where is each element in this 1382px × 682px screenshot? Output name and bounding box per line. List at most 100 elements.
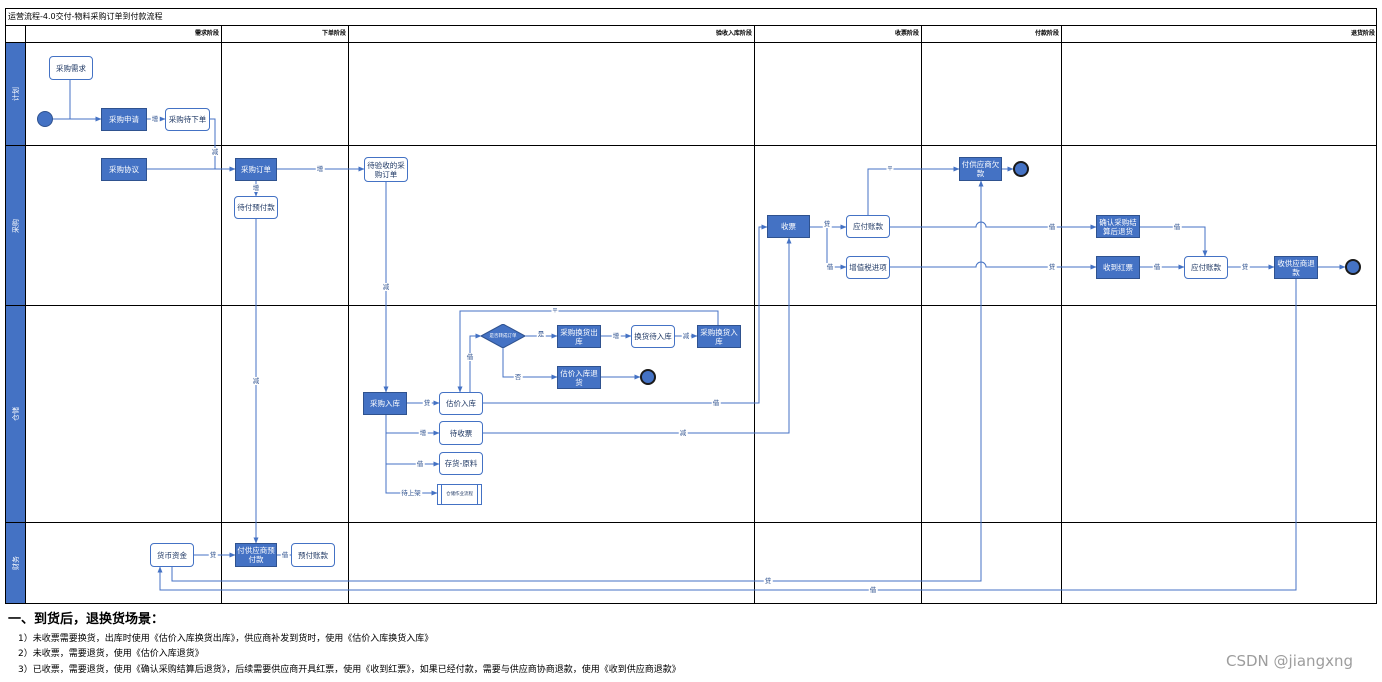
edge-label: 贷 (1240, 263, 1250, 271)
edge-label: 减 (681, 332, 691, 340)
lane-purchasing: 采购 (6, 146, 25, 305)
node-label: 应付账款 (853, 222, 883, 231)
node-label: 采购入库 (370, 399, 400, 408)
node-label: 采购协议 (109, 165, 139, 174)
exchange-outbound-node: 采购换货出库 (557, 325, 601, 348)
phase-divider (221, 26, 222, 603)
end-node (1013, 161, 1029, 177)
edge-label: 减 (210, 148, 220, 156)
node-label: 是否转成订单 (489, 334, 517, 339)
watermark: CSDN @jiangxng (1226, 652, 1353, 670)
invoice-receipt-node: 收票 (767, 215, 810, 238)
edge-label: 减 (381, 283, 391, 291)
purchase-demand-node: 采购需求 (49, 56, 93, 80)
edge-label: 借 (711, 399, 721, 407)
edge-label: 增 (611, 332, 621, 340)
lane-label: 计划 (11, 87, 20, 101)
purchase-order-node: 采购订单 (235, 158, 277, 181)
node-label: 采购换货出库 (560, 327, 598, 346)
node-label: 收供应商退款 (1277, 258, 1315, 277)
warehouse-process-node: 仓储作业流程 (437, 484, 482, 505)
accounts-payable-return-node: 应付账款 (1184, 256, 1228, 279)
estimated-inbound-return-node: 估价入库退货 (557, 366, 601, 389)
node-label: 采购待下单 (168, 115, 207, 124)
edge-label: 增 (150, 115, 160, 123)
edge-label: 增 (251, 184, 261, 192)
node-label: 增值税进项 (849, 263, 887, 272)
pay-supplier-debt-node: 付供应商欠款 (959, 157, 1002, 181)
phase-divider (754, 26, 755, 603)
node-label: 待验收的采购订单 (367, 160, 405, 179)
swimlane-frame (5, 8, 1377, 604)
edge-label: 借 (465, 353, 475, 361)
edge-label: 否 (513, 373, 523, 381)
confirm-settlement-return-node: 确认采购结算后退货 (1096, 215, 1140, 238)
accounts-payable-node: 应付账款 (846, 215, 890, 238)
po-pending-acceptance-node: 待验收的采购订单 (364, 157, 408, 182)
node-label: 确认采购结算后退货 (1099, 217, 1137, 236)
phase-divider (1061, 26, 1062, 603)
exchange-inbound-node: 采购换货入库 (697, 325, 741, 348)
lane-finance: 财务 (6, 523, 25, 603)
prepaid-account-node: 预付账款 (291, 543, 335, 567)
purchase-agreement-node: 采购协议 (101, 158, 147, 181)
node-label: 付供应商欠款 (961, 160, 1000, 178)
lane-label: 采购 (11, 218, 20, 233)
diagram-title: 运营流程-4.0交付-物料采购订单到付款流程 (5, 8, 1377, 26)
edge-label: 借 (1152, 263, 1162, 271)
node-label: 估价入库 (446, 399, 476, 408)
lane-label: 仓储 (11, 407, 20, 421)
node-label: 采购换货入库 (700, 327, 738, 346)
node-label: 预付账款 (298, 550, 328, 560)
node-label: 存货-原料 (444, 459, 478, 468)
pending-invoice-node: 待收票 (439, 421, 483, 445)
node-label: 采购需求 (56, 63, 86, 73)
red-invoice-received-node: 收到红票 (1096, 256, 1140, 279)
node-label: 收到红票 (1103, 263, 1133, 272)
lane-divider (5, 305, 1377, 306)
pending-order-node: 采购待下单 (165, 108, 210, 131)
node-label: 付供应商预付款 (237, 546, 275, 564)
edge-label: 平 (551, 308, 559, 314)
pay-prepayment-node: 付供应商预付款 (235, 543, 277, 567)
edge-label: 增 (418, 429, 428, 437)
phase-divider (921, 26, 922, 603)
phase-return: 退货阶段 (1350, 30, 1375, 37)
node-label: 采购订单 (241, 165, 271, 174)
note-item: 1）未收票需要换货，出库时使用《估价入库换货出库》，供应商补发到货时，使用《估价… (18, 634, 434, 644)
edge-label: 贷 (763, 577, 773, 585)
cash-node: 货币资金 (150, 543, 194, 567)
edge-label: 平 (886, 166, 894, 172)
edge-label: 增 (315, 165, 325, 173)
lane-divider (5, 522, 1377, 523)
node-label: 估价入库退货 (560, 368, 598, 387)
lane-planning: 计划 (6, 43, 25, 145)
edge-label: 贷 (822, 220, 832, 228)
purchase-inbound-node: 采购入库 (363, 392, 407, 415)
phase-acceptance: 验收入库阶段 (715, 30, 752, 37)
edge-label: 贷 (1047, 263, 1057, 271)
edge-label: 借 (868, 586, 878, 594)
pending-prepayment-node: 待付预付款 (234, 196, 278, 219)
edge-label: 借 (825, 263, 835, 271)
edge-label: 减 (251, 377, 261, 385)
supplier-refund-node: 收供应商退款 (1274, 256, 1318, 279)
lane-warehouse: 仓储 (6, 306, 25, 522)
inventory-raw-node: 存货-原料 (439, 452, 483, 475)
convert-to-order-decision: 是否转成订单 (481, 324, 525, 348)
node-label: 待收票 (449, 428, 473, 438)
node-label: 待付预付款 (237, 203, 275, 212)
node-label: 收票 (781, 222, 796, 231)
notes-heading: 一、到货后，退换货场景： (8, 612, 165, 627)
phase-invoicing: 收票阶段 (894, 30, 919, 37)
start-node (37, 111, 53, 127)
edge-label: 借 (1172, 223, 1182, 231)
edge-label: 借 (415, 460, 425, 468)
edge-label: 借 (1047, 223, 1057, 231)
node-label: 货币资金 (157, 550, 187, 560)
edge-label: 贷 (208, 551, 218, 559)
phase-divider (25, 26, 26, 603)
node-label: 采购申请 (109, 115, 139, 124)
estimated-inbound-node: 估价入库 (439, 392, 483, 415)
node-label: 仓储作业流程 (446, 491, 473, 497)
